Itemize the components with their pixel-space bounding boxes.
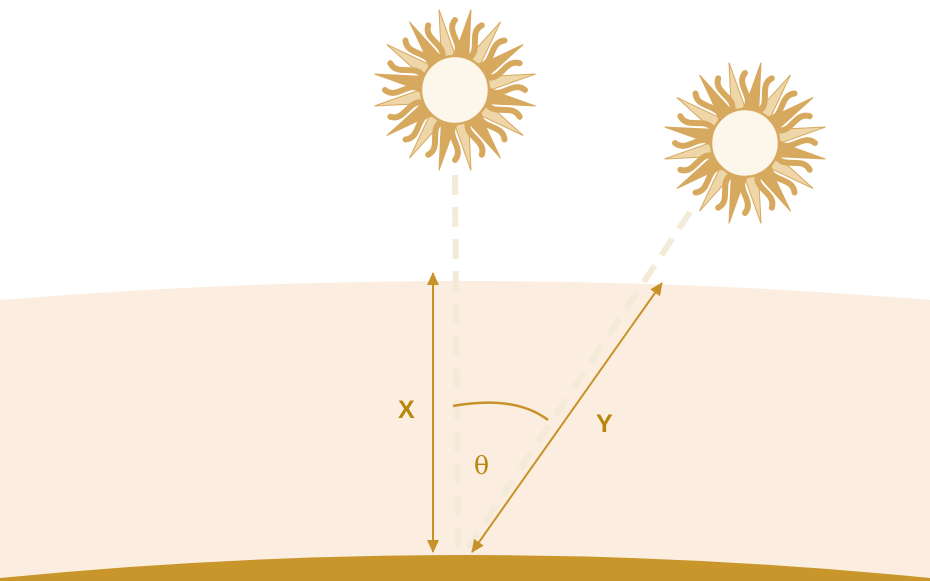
sun-icon	[665, 63, 826, 224]
x-label: X	[398, 396, 415, 424]
sun-icon	[375, 10, 536, 171]
y-label: Y	[596, 410, 613, 438]
theta-label: θ	[474, 451, 489, 480]
atmosphere-layer	[0, 281, 930, 581]
